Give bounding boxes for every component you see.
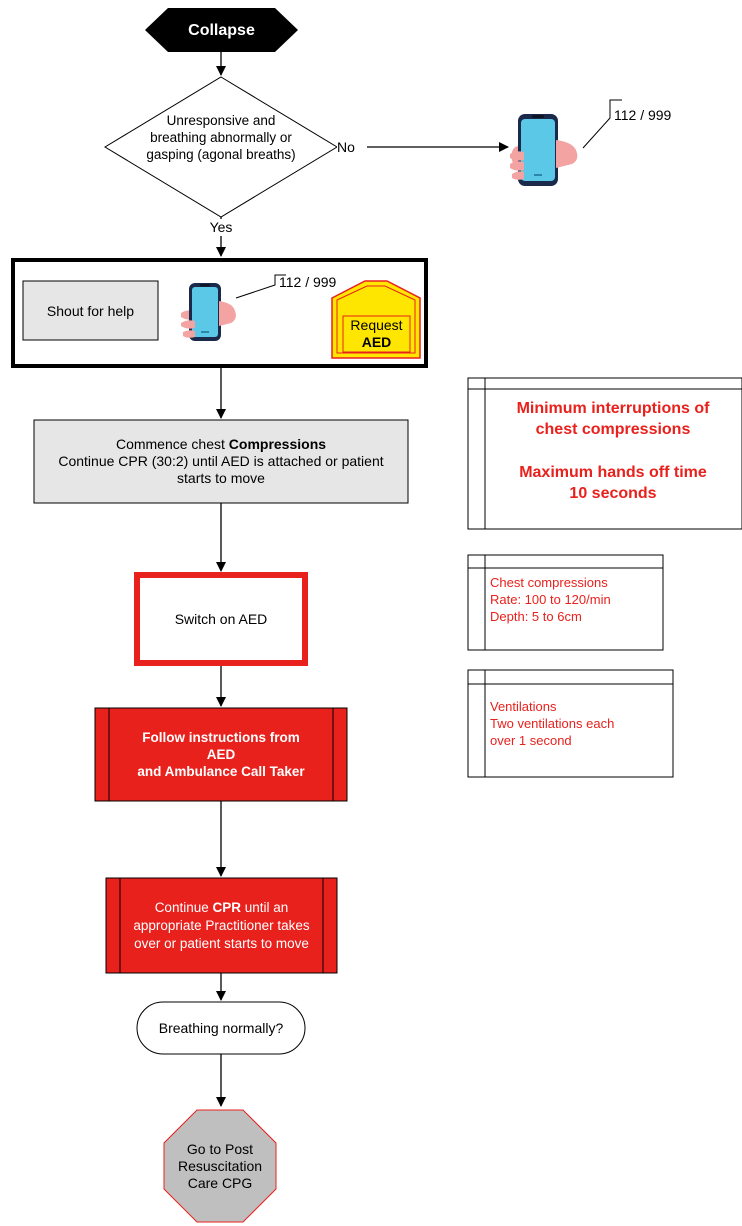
- compressions-box-shape: [33, 419, 409, 504]
- note-interruptions-frame: [467, 377, 742, 530]
- decision-label: Unresponsive and breathing abnormally or…: [146, 113, 296, 162]
- end-label: Go to Post Resuscitation Care CPG: [164, 1110, 276, 1222]
- aed-box-shape: [331, 280, 421, 359]
- note-interruptions-text: Minimum interruptions of chest compressi…: [486, 398, 740, 504]
- start-label: Collapse: [188, 22, 255, 39]
- compressions-line2: Continue CPR (30:2) until AED is attache…: [58, 453, 384, 486]
- note-compressions-line3: Depth: 5 to 6cm: [490, 609, 582, 624]
- note-ventilations-line1: Ventilations: [490, 699, 557, 714]
- compressions-text: Commence chest Compressions Continue CPR…: [34, 420, 408, 503]
- continue-cpr-line: Continue CPR until an appropriate Practi…: [133, 899, 310, 951]
- call-number-help: 112 / 999: [279, 274, 337, 290]
- note-compressions-line2: Rate: 100 to 120/min: [490, 592, 611, 607]
- aed-box-label-frame: [342, 315, 411, 353]
- breathing-normally-label: Breathing normally?: [158, 1020, 284, 1036]
- end-line1: Go to Post: [186, 1140, 254, 1157]
- end-stop-shape: [163, 1109, 277, 1223]
- phone-icon-help: [181, 283, 236, 341]
- note-interruptions-line3: Maximum hands off time: [519, 464, 707, 481]
- call-number-top: 112 / 999: [614, 107, 672, 123]
- end-line3: Care CPG: [187, 1174, 253, 1191]
- callout-line-top: [582, 99, 622, 149]
- note-interruptions-line1: Minimum interruptions of: [516, 400, 710, 417]
- request-aed-line2: AED: [361, 334, 392, 350]
- switch-aed-label: Switch on AED: [174, 611, 268, 627]
- phone-icon: [510, 114, 578, 186]
- aed-box-inner: [336, 285, 416, 354]
- shout-for-help-label: Shout for help: [46, 302, 135, 319]
- no-label: No: [337, 139, 367, 156]
- continue-box-shape: [105, 877, 338, 974]
- note-ventilations-line2: Two ventilations each: [490, 716, 615, 731]
- start-terminator-shape: [145, 8, 298, 52]
- note-ventilations-frame: [467, 669, 674, 778]
- switch-aed-box-shape: [134, 572, 308, 666]
- note-interruptions-line2: chest compressions: [535, 421, 691, 438]
- callout-line-inner: [235, 274, 286, 299]
- request-aed-line1: Request: [350, 317, 403, 333]
- note-compressions-line1: Chest compressions: [490, 575, 608, 590]
- note-ventilations-line3: over 1 second: [490, 733, 572, 748]
- follow-instructions-text: Follow instructions from AED and Ambulan…: [109, 708, 333, 801]
- yes-label: Yes: [201, 219, 241, 236]
- compressions-line1: Commence chest Compressions: [115, 436, 327, 452]
- note-interruptions-line4: 10 seconds: [569, 485, 657, 502]
- continue-cpr-text: Continue CPR until an appropriate Practi…: [122, 878, 321, 973]
- note-compressions-text: Chest compressions Rate: 100 to 120/min …: [490, 574, 660, 625]
- end-line2: Resuscitation: [177, 1157, 263, 1174]
- note-ventilations-text: Ventilations Two ventilations each over …: [490, 698, 670, 749]
- follow-line2: AED: [206, 747, 236, 762]
- note-compressions-frame: [467, 554, 664, 651]
- follow-line3: and Ambulance Call Taker: [137, 764, 305, 779]
- follow-line1: Follow instructions from: [142, 730, 300, 745]
- shout-box-shape: [22, 280, 159, 341]
